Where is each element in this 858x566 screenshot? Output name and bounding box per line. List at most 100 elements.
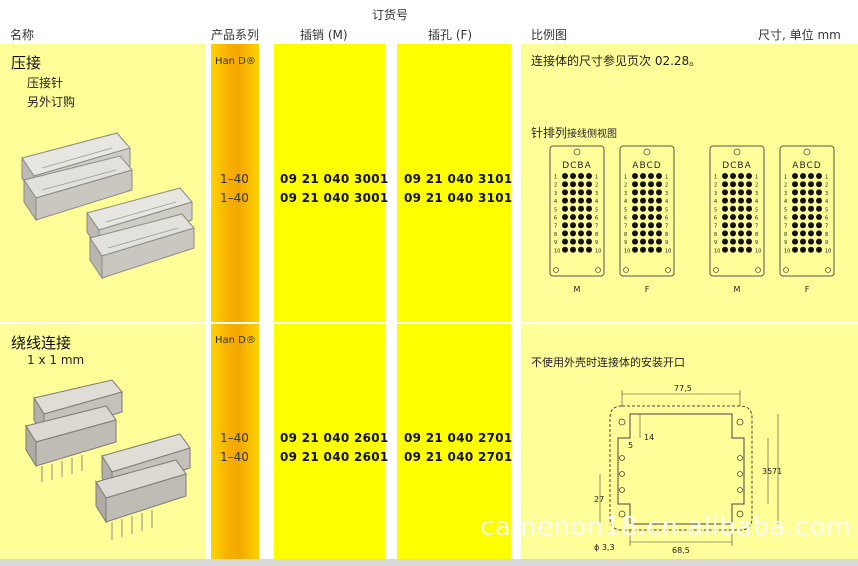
screw-hole-icon	[623, 267, 629, 273]
contact-dot	[730, 173, 736, 179]
cutout-outline	[609, 405, 753, 531]
contact-dot	[808, 181, 814, 188]
contact-dot	[722, 181, 728, 188]
contact-dot	[730, 214, 736, 220]
row1-sub1: 压接针	[27, 76, 64, 90]
panel-letters: DCBA	[722, 161, 752, 171]
row-number: 1	[624, 175, 627, 181]
contact-dot	[808, 189, 814, 196]
contact-dot	[640, 197, 646, 204]
contact-dot	[578, 238, 584, 245]
ground-icon	[643, 148, 651, 156]
dim-h4: 27	[594, 495, 604, 504]
screw-hole-icon	[713, 267, 719, 273]
contact-dot	[792, 230, 798, 237]
row2-range-1: 1–40	[220, 431, 249, 445]
contact-dot	[722, 173, 728, 179]
contact-dot	[656, 173, 662, 179]
row2-socket-2: 09 21 040 2701	[404, 450, 513, 464]
contact-dot	[800, 246, 806, 253]
contact-dot	[586, 222, 592, 229]
contact-dot	[722, 230, 728, 237]
contact-dot	[632, 205, 638, 212]
contact-dot	[578, 189, 584, 196]
contact-dot	[730, 197, 736, 204]
panel-letters: DCBA	[562, 161, 592, 171]
row-number: 2	[595, 183, 598, 189]
contact-dot	[746, 238, 752, 245]
row-number: 7	[554, 224, 557, 230]
contact-dot	[632, 214, 638, 220]
contact-dot	[562, 230, 568, 237]
row-number: 4	[784, 199, 787, 205]
contact-dot	[656, 189, 662, 196]
dim-h2: 35	[762, 467, 772, 476]
contact-dot	[586, 197, 592, 204]
row-number: 5	[714, 207, 717, 213]
contact-dot	[746, 197, 752, 204]
contact-dot	[586, 205, 592, 212]
contact-dot	[800, 238, 806, 245]
contact-dot	[738, 197, 744, 204]
contact-dot	[800, 181, 806, 188]
contact-dot	[562, 181, 568, 188]
contact-dot	[586, 173, 592, 179]
contact-dot	[570, 197, 576, 204]
contact-dot	[570, 189, 576, 196]
row-number: 4	[624, 199, 627, 205]
row1-range-2: 1–40	[220, 191, 249, 205]
contact-dot	[722, 189, 728, 196]
row1-series-label: Han D®	[215, 56, 256, 67]
contact-dot	[578, 181, 584, 188]
ww-block-4	[95, 459, 187, 524]
panel-letters: ABCD	[792, 161, 821, 171]
contact-dot	[562, 189, 568, 196]
row-number: 1	[714, 175, 717, 181]
screw-hole-icon	[553, 267, 559, 273]
contact-dot	[640, 189, 646, 196]
row-number: 10	[554, 248, 560, 254]
row-number: 5	[825, 207, 828, 213]
panel-gender-label: F	[645, 285, 650, 294]
contact-dot	[578, 222, 584, 229]
row-number: 10	[714, 248, 720, 254]
row-number: 8	[624, 232, 627, 238]
row-number: 4	[755, 199, 758, 205]
contact-dot	[578, 246, 584, 253]
row-number: 4	[825, 199, 828, 205]
contact-dot	[648, 173, 654, 179]
contact-dot	[792, 238, 798, 245]
dim-w1: 77,5	[674, 384, 692, 393]
screw-hole-icon	[595, 267, 601, 273]
contact-dot	[570, 222, 576, 229]
contact-dot	[632, 222, 638, 229]
contact-dot	[738, 205, 744, 212]
panel-gender-label: M	[574, 285, 581, 294]
contact-dot	[648, 222, 654, 229]
contact-dot	[562, 246, 568, 253]
row1-caption-main: 针排列	[531, 126, 568, 140]
ww-block-2	[25, 405, 117, 468]
row-number: 9	[825, 240, 828, 246]
row2-sub1: 1 x 1 mm	[27, 353, 85, 367]
contact-dot	[738, 214, 744, 220]
contact-dot	[656, 205, 662, 212]
contact-dot	[800, 222, 806, 229]
contact-dot	[792, 189, 798, 196]
bottom-border	[0, 559, 858, 566]
row-number: 3	[755, 191, 758, 197]
contact-dot	[570, 173, 576, 179]
row-number: 6	[665, 216, 668, 222]
screw-hole-icon	[665, 267, 671, 273]
contact-dot	[562, 214, 568, 220]
contact-dot	[570, 205, 576, 212]
row2-series-label: Han D®	[215, 335, 256, 346]
wirewrap-connector-image	[25, 379, 191, 540]
contact-dot	[648, 197, 654, 204]
contact-dot	[738, 222, 744, 229]
row-number: 10	[624, 248, 630, 254]
row-number: 5	[755, 207, 758, 213]
